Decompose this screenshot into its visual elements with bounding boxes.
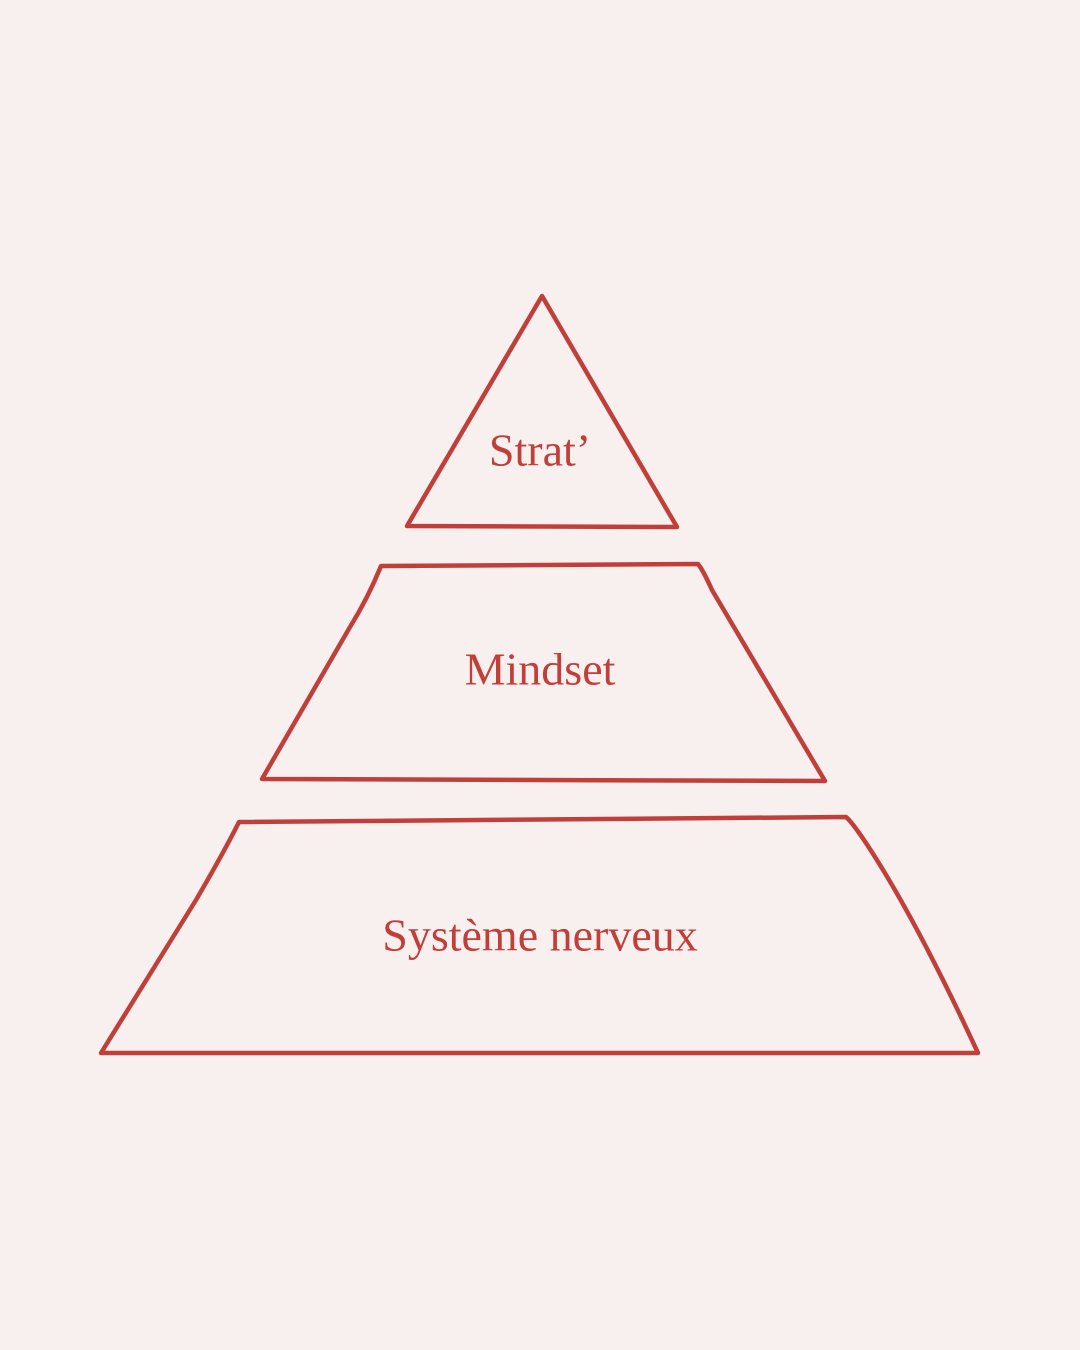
pyramid-tier-top: Strat’: [404, 293, 680, 530]
tier-top-label: Strat’: [489, 425, 591, 476]
tier-bottom-outline: [98, 814, 981, 1056]
pyramid-tier-bottom: Système nerveux: [98, 814, 981, 1056]
pyramid-tier-middle: Mindset: [259, 561, 828, 784]
tier-bottom-label: Système nerveux: [382, 910, 698, 961]
tier-middle-outline: [259, 561, 828, 784]
tier-middle-label: Mindset: [465, 644, 616, 695]
tier-top-outline: [404, 293, 680, 530]
